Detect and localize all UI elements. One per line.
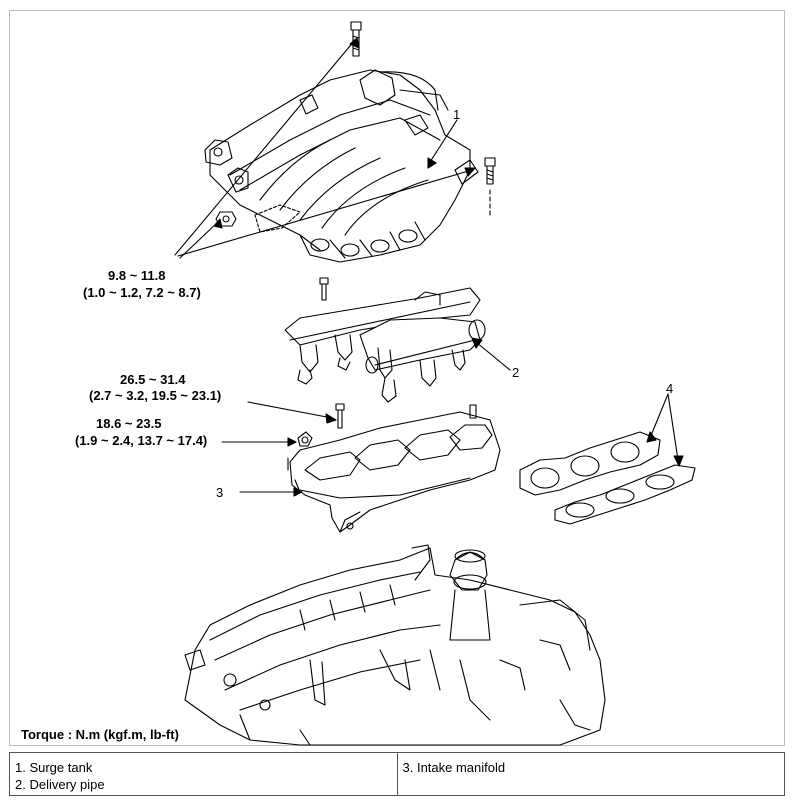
surge-tank bbox=[204, 69, 479, 263]
exploded-view-drawing bbox=[174, 21, 696, 746]
intake-gaskets bbox=[519, 431, 696, 525]
torque-manifold-nm: 18.6 ~ 23.5 bbox=[96, 416, 162, 431]
torque-surge-alt: (1.0 ~ 1.2, 7.2 ~ 8.7) bbox=[83, 285, 201, 300]
leader-4b bbox=[667, 393, 679, 461]
leader-surge-top bbox=[174, 39, 356, 256]
leader-4a bbox=[649, 393, 669, 439]
leader-2 bbox=[475, 341, 511, 371]
torque-units-note: Torque : N.m (kgf.m, lb-ft) bbox=[21, 727, 179, 742]
intake-manifold bbox=[287, 403, 501, 533]
callout-2: 2 bbox=[512, 365, 520, 380]
parts-legend: 1. Surge tank 2. Delivery pipe 3. Intake… bbox=[9, 752, 785, 796]
legend-right-cell: 3. Intake manifold bbox=[396, 752, 785, 796]
torque-surge-nm: 9.8 ~ 11.8 bbox=[108, 268, 166, 283]
callout-4: 4 bbox=[666, 381, 674, 396]
leader-delivery-bolt bbox=[247, 401, 333, 419]
engine-assembly bbox=[184, 544, 606, 746]
leader-1 bbox=[429, 119, 458, 163]
surge-tank-nut bbox=[215, 211, 237, 227]
callout-1: 1 bbox=[453, 107, 461, 122]
delivery-pipe bbox=[284, 277, 486, 403]
torque-delivery-alt: (2.7 ~ 3.2, 19.5 ~ 23.1) bbox=[89, 388, 222, 403]
torque-delivery-nm: 26.5 ~ 31.4 bbox=[120, 372, 186, 387]
callout-3: 3 bbox=[216, 485, 224, 500]
leader-surge-right bbox=[177, 169, 473, 257]
legend-item: 2. Delivery pipe bbox=[15, 777, 105, 792]
surge-tank-right-bolt bbox=[484, 157, 496, 219]
legend-item: 3. Intake manifold bbox=[402, 760, 506, 775]
legend-item: 1. Surge tank bbox=[15, 760, 93, 775]
leader-surge-nut bbox=[179, 221, 219, 259]
torque-manifold-alt: (1.9 ~ 2.4, 13.7 ~ 17.4) bbox=[75, 433, 208, 448]
legend-left-cell: 1. Surge tank 2. Delivery pipe bbox=[9, 752, 398, 796]
